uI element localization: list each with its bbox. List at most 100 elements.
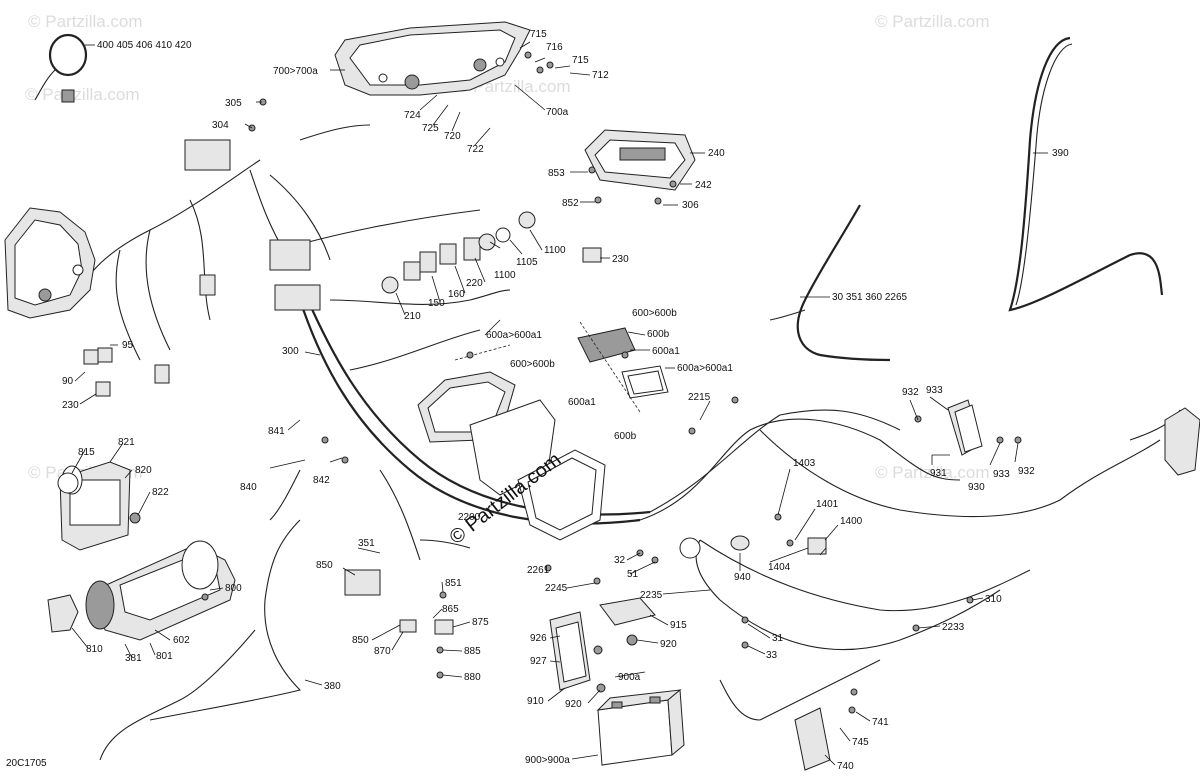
battery-900 bbox=[596, 688, 685, 766]
callout-600b2: 600b bbox=[614, 431, 637, 442]
callout-932: 932 bbox=[902, 387, 919, 398]
callout-600a1: 600a1 bbox=[652, 346, 680, 357]
watermark: © Partzilla.com bbox=[875, 463, 990, 482]
callout-2261: 2261 bbox=[527, 565, 550, 576]
callout-300: 300 bbox=[282, 346, 299, 357]
callout-1403: 1403 bbox=[793, 458, 816, 469]
callout-600a-600a1b: 600a>600a1 bbox=[677, 363, 733, 374]
callout-933: 933 bbox=[926, 385, 943, 396]
callout-815: 815 bbox=[78, 447, 95, 458]
callout-390: 390 bbox=[1052, 148, 1069, 159]
callout-910: 910 bbox=[527, 696, 544, 707]
callout-741: 741 bbox=[872, 717, 889, 728]
callout-880: 880 bbox=[464, 672, 481, 683]
callout-400: 400 405 406 410 420 bbox=[97, 40, 192, 51]
callout-90: 90 bbox=[62, 376, 74, 387]
callout-932b: 932 bbox=[1018, 466, 1035, 477]
callout-600a-600a1: 600a>600a1 bbox=[486, 330, 542, 341]
callout-931: 931 bbox=[930, 468, 947, 479]
callout-870: 870 bbox=[374, 646, 391, 657]
callout-600a1b: 600a1 bbox=[568, 397, 596, 408]
relays-90-95 bbox=[83, 347, 113, 397]
callout-1100b: 1100 bbox=[494, 270, 516, 281]
callout-381: 381 bbox=[125, 653, 142, 664]
headlamp-right bbox=[334, 21, 531, 96]
callout-220: 220 bbox=[466, 278, 483, 289]
end-connector bbox=[1164, 407, 1200, 476]
harness-390 bbox=[1008, 36, 1164, 312]
fuse-box-240 bbox=[584, 129, 696, 191]
callout-380: 380 bbox=[324, 681, 341, 692]
junction-blocks bbox=[154, 139, 321, 384]
callout-700a: 700a bbox=[546, 107, 569, 118]
callout-160: 160 bbox=[448, 289, 465, 300]
callout-900-900a: 900>900a bbox=[525, 755, 570, 766]
callout-745: 745 bbox=[852, 737, 869, 748]
callout-31: 31 bbox=[772, 633, 784, 644]
callout-1100: 1100 bbox=[544, 245, 566, 256]
callout-304: 304 bbox=[212, 120, 229, 131]
bracket-915 bbox=[593, 597, 656, 693]
headlamp-left bbox=[4, 207, 96, 319]
callout-230b: 230 bbox=[62, 400, 79, 411]
callout-600-600b2: 600>600b bbox=[510, 359, 555, 370]
callout-labels: 400 405 406 410 420 700>700a 715 716 715… bbox=[62, 29, 1069, 772]
callout-920b: 920 bbox=[565, 699, 582, 710]
callout-1404: 1404 bbox=[768, 562, 791, 573]
callout-2245: 2245 bbox=[545, 583, 568, 594]
callout-930: 930 bbox=[968, 482, 985, 493]
callout-230: 230 bbox=[612, 254, 629, 265]
callout-920: 920 bbox=[660, 639, 677, 650]
callout-915: 915 bbox=[670, 620, 687, 631]
callout-715b: 715 bbox=[572, 55, 589, 66]
callout-850b: 850 bbox=[352, 635, 369, 646]
callout-933b: 933 bbox=[993, 469, 1010, 480]
callout-51: 51 bbox=[627, 569, 639, 580]
harness-30-branch bbox=[769, 309, 806, 321]
callout-2233: 2233 bbox=[942, 622, 965, 633]
battery-holder-910 bbox=[549, 611, 591, 691]
callout-32: 32 bbox=[614, 555, 626, 566]
callout-841: 841 bbox=[268, 426, 285, 437]
callout-240: 240 bbox=[708, 148, 725, 159]
callout-1105: 1105 bbox=[516, 257, 538, 268]
callout-851: 851 bbox=[445, 578, 462, 589]
callout-820: 820 bbox=[135, 465, 152, 476]
gauge-cluster bbox=[417, 321, 641, 541]
callout-822: 822 bbox=[152, 487, 169, 498]
callout-724: 724 bbox=[404, 110, 421, 121]
callout-210: 210 bbox=[404, 311, 421, 322]
callout-720: 720 bbox=[444, 131, 461, 142]
callout-842: 842 bbox=[313, 475, 330, 486]
callout-242: 242 bbox=[695, 180, 712, 191]
callout-2235: 2235 bbox=[640, 590, 663, 601]
callout-800: 800 bbox=[225, 583, 242, 594]
callout-700: 700>700a bbox=[273, 66, 318, 77]
winch-800 bbox=[47, 461, 236, 641]
callout-715: 715 bbox=[530, 29, 547, 40]
callout-2215: 2215 bbox=[688, 392, 711, 403]
callout-712: 712 bbox=[592, 70, 609, 81]
callout-926: 926 bbox=[530, 633, 547, 644]
callout-722: 722 bbox=[467, 144, 484, 155]
callout-1401: 1401 bbox=[816, 499, 839, 510]
cover-740 bbox=[794, 707, 831, 771]
callout-2200: 2200 bbox=[458, 512, 481, 523]
main-harness bbox=[79, 124, 1181, 761]
callout-852: 852 bbox=[562, 198, 579, 209]
leader-lines bbox=[71, 41, 1048, 766]
callout-725: 725 bbox=[422, 123, 439, 134]
callout-875: 875 bbox=[472, 617, 489, 628]
harness-390-inner bbox=[1015, 43, 1073, 306]
callout-865: 865 bbox=[442, 604, 459, 615]
callout-351: 351 bbox=[358, 538, 375, 549]
callout-810: 810 bbox=[86, 644, 103, 655]
callout-940: 940 bbox=[734, 572, 751, 583]
callout-310: 310 bbox=[985, 594, 1002, 605]
callout-602: 602 bbox=[173, 635, 190, 646]
watermark: © Partzilla.com bbox=[25, 85, 140, 104]
coil-940 bbox=[679, 535, 750, 559]
callout-30: 30 351 360 2265 bbox=[832, 292, 908, 303]
callout-821: 821 bbox=[118, 437, 135, 448]
